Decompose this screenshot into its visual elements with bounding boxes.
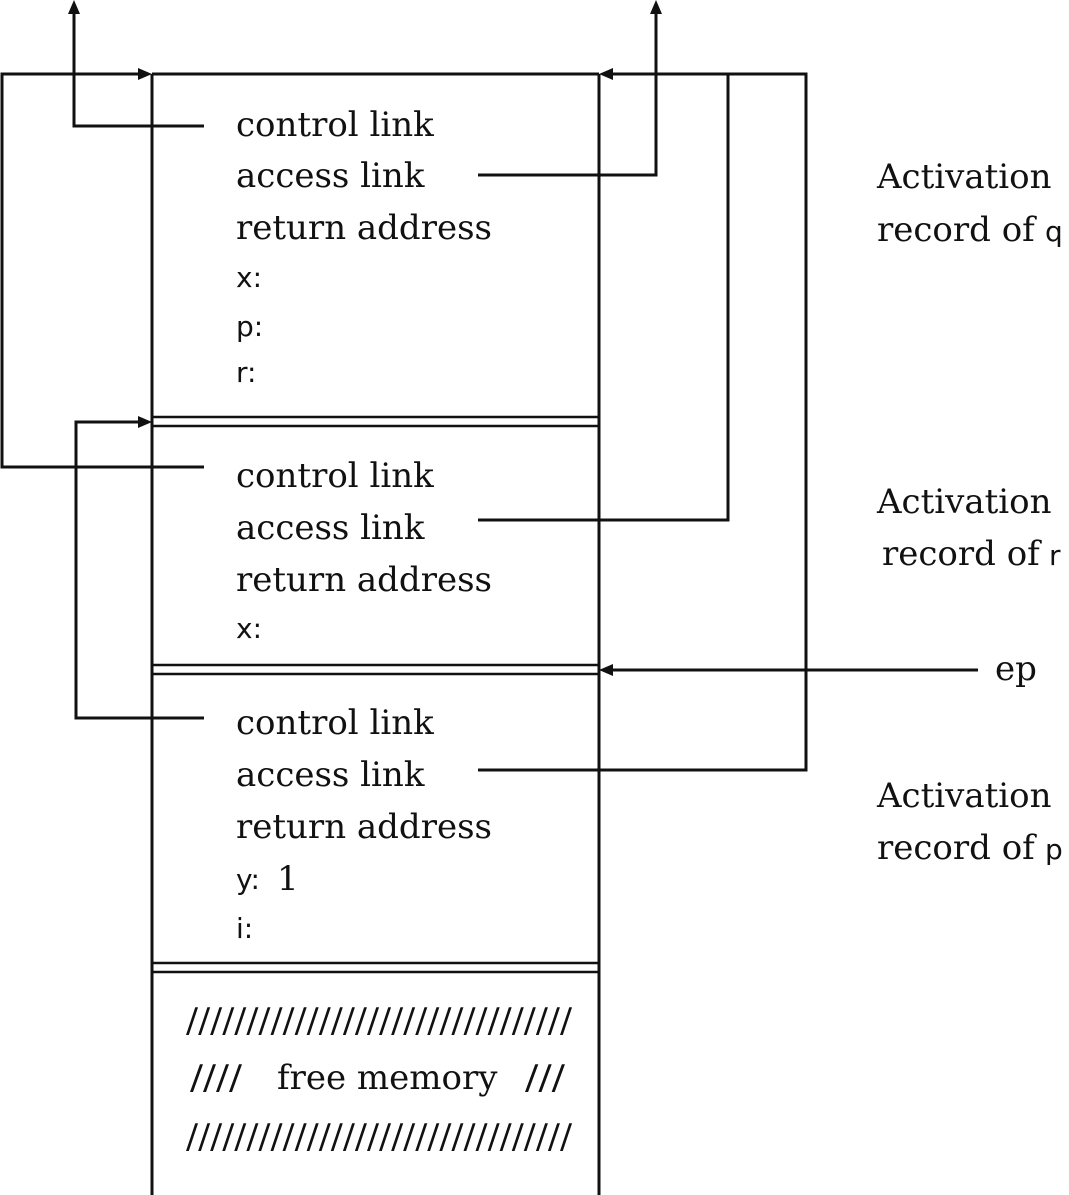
free-memory-hatch-right: /// bbox=[525, 1058, 566, 1098]
field-return-address: return address bbox=[236, 560, 492, 600]
caption-p: Activation record of p bbox=[876, 776, 1063, 868]
record-separator-r-p bbox=[152, 663, 599, 676]
field-y-value: 1 bbox=[277, 859, 299, 899]
caption-line1: Activation bbox=[876, 482, 1052, 522]
caption-record-name: q bbox=[1045, 215, 1063, 248]
p-access-link-arrow bbox=[478, 72, 808, 772]
caption-r: Activation record of r bbox=[876, 482, 1061, 574]
field-r: r: bbox=[236, 356, 256, 389]
caption-line2: record of bbox=[877, 210, 1037, 250]
free-memory-hatch-top: //////////////////////////////// bbox=[186, 1001, 573, 1041]
activation-record-p: control link access link return address … bbox=[236, 703, 492, 945]
r-control-link-arrow bbox=[0, 68, 204, 469]
ep-pointer-arrow bbox=[599, 664, 978, 676]
p-control-link-arrow bbox=[74, 416, 204, 720]
field-control-link: control link bbox=[236, 703, 434, 743]
field-return-address: return address bbox=[236, 208, 492, 248]
activation-record-r: control link access link return address … bbox=[236, 456, 492, 645]
free-memory-area: //////////////////////////////// //// fr… bbox=[186, 1001, 573, 1157]
caption-line1: Activation bbox=[876, 776, 1052, 816]
q-access-link-arrow bbox=[478, 0, 662, 177]
field-control-link: control link bbox=[236, 456, 434, 496]
caption-line2: record of bbox=[882, 534, 1042, 574]
q-control-link-arrow bbox=[68, 0, 204, 128]
field-access-link: access link bbox=[236, 755, 425, 795]
record-separator-p-free bbox=[152, 961, 599, 974]
field-i: i: bbox=[236, 912, 253, 945]
field-p: p: bbox=[236, 310, 263, 343]
field-y: y: bbox=[236, 863, 260, 896]
free-memory-hatch-left: //// bbox=[190, 1058, 243, 1098]
caption-line2: record of bbox=[877, 828, 1037, 868]
caption-record-name: p bbox=[1045, 833, 1063, 866]
caption-q: Activation record of q bbox=[876, 157, 1063, 250]
field-access-link: access link bbox=[236, 156, 425, 196]
ep-label: ep bbox=[995, 649, 1037, 689]
free-memory-hatch-bottom: //////////////////////////////// bbox=[186, 1117, 573, 1157]
field-access-link: access link bbox=[236, 508, 425, 548]
field-return-address: return address bbox=[236, 807, 492, 847]
activation-record-q: control link access link return address … bbox=[236, 105, 492, 389]
caption-record-name: r bbox=[1049, 539, 1061, 572]
free-memory-label: free memory bbox=[277, 1058, 498, 1098]
field-x: x: bbox=[236, 261, 262, 294]
field-control-link: control link bbox=[236, 105, 434, 145]
field-x: x: bbox=[236, 612, 262, 645]
record-separator-q-r bbox=[152, 415, 599, 428]
r-access-link-arrow bbox=[478, 68, 730, 522]
caption-line1: Activation bbox=[876, 157, 1052, 197]
